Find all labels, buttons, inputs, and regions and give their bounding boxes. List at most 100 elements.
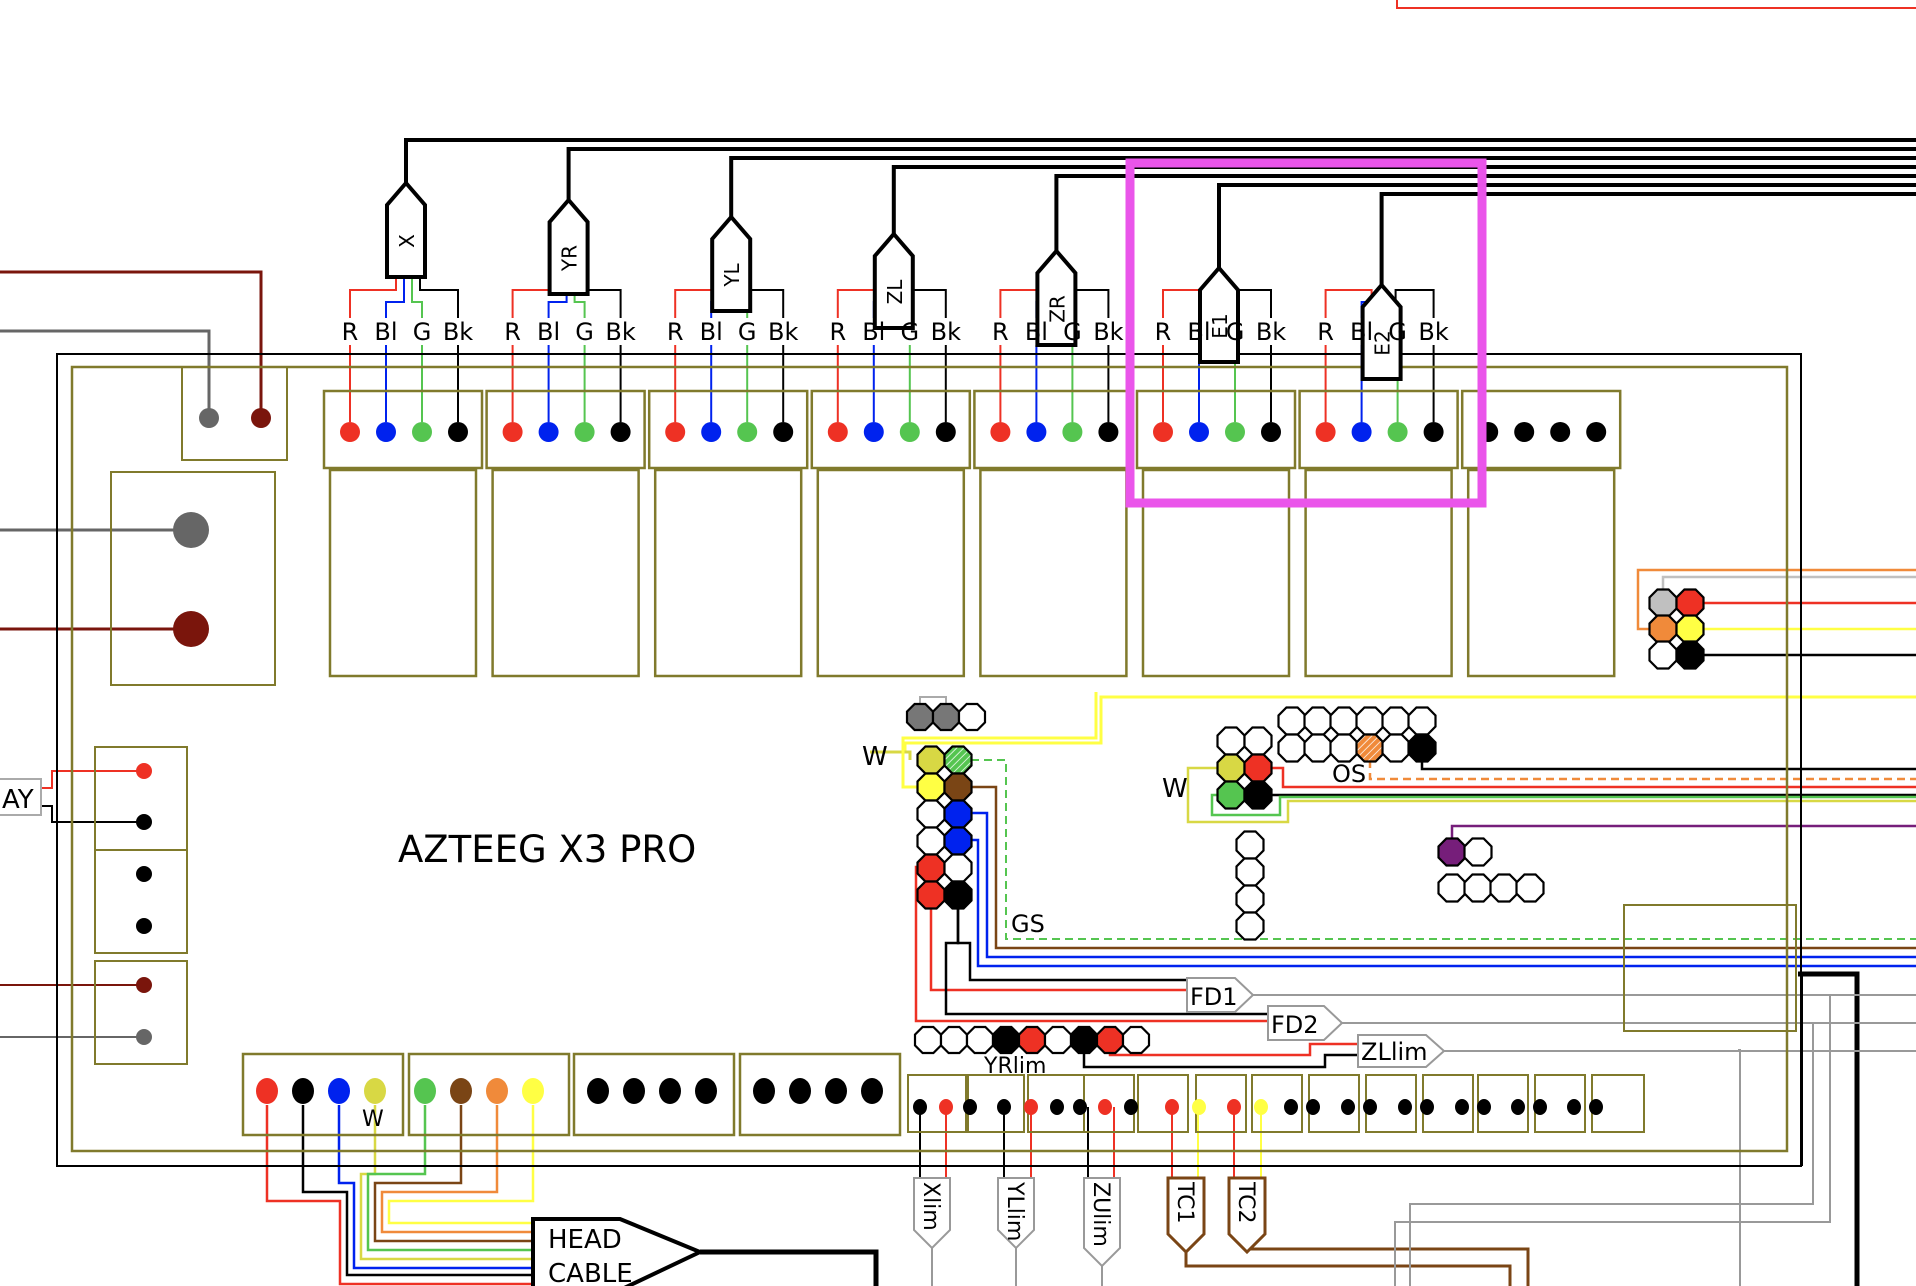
stepper-tag-ZR [1035,247,1078,347]
motor-pin [1514,422,1535,442]
xlim-label: Xlim [918,1182,943,1231]
blue-wire-1 [971,811,1916,959]
purple-wire [1450,824,1916,839]
stepper-bus-YR [566,147,1916,200]
stepper-bus-E1 [1217,183,1916,268]
os-pin [1303,706,1333,736]
small-connector-5 [1137,1074,1189,1133]
tc1-label: TC1 [1172,1181,1197,1224]
motor-pin-label: Bk [605,318,635,346]
motor-pin-label: Bl [1350,318,1373,346]
motor-pin [1062,422,1083,442]
zllim-black-wire [1082,1040,1358,1069]
top-right-red-wire [1396,0,1916,9]
motor-connector-6 [1135,389,1297,470]
zllim-tag [1357,1034,1446,1068]
gs-label: GS [1011,910,1045,938]
fan-pin-darkred [136,977,152,993]
small-pin [1192,1099,1206,1115]
stepper-tag-X [385,179,427,279]
relay-connector [94,746,188,851]
stepper-bus-E2 [1379,192,1916,285]
fd2-label: FD2 [1271,1011,1319,1039]
motor-pin [538,422,559,442]
relay-pin-red [136,763,152,779]
head-cable-wire [387,1105,535,1225]
relay-tag [0,778,42,816]
motor-pin-label: Bk [1093,318,1123,346]
head-pin-orange [486,1078,508,1104]
stepper-tag-E2 [1360,281,1403,381]
small-pin [1254,1099,1268,1115]
driver-slot-6 [1141,468,1291,678]
aux-pin [659,1078,681,1104]
header-pin-green-hatched [943,745,973,775]
right-column-pin [1235,911,1265,941]
w-label-right: W [1162,774,1188,804]
small-connector-2 [967,1074,1025,1133]
right-column-pin [1235,884,1265,914]
right-header-pin [1243,753,1273,783]
motor-pin [1261,422,1281,442]
motor-pin [376,422,396,442]
small-pin [1477,1099,1491,1115]
driver-slot-3 [653,468,803,678]
relay-red-wire [41,770,144,789]
board-title: AZTEEG X3 PRO [398,828,696,871]
stepper-label-ZL: ZL [883,279,907,305]
dark-red-wire [0,270,263,418]
header-pin-white [943,853,973,883]
right-column-pin [1235,857,1265,887]
motor-pin [899,422,920,442]
right-red-wire [1271,766,1916,789]
header-pin-white [916,799,946,829]
blue-wire-2 [971,838,1916,968]
edge-silver-wire [1661,575,1916,590]
stepper-label-YL: YL [720,262,744,287]
motor-connector-7 [1298,389,1459,470]
motor-wire [411,277,423,318]
limit-header-pin [1069,1025,1099,1055]
small-pin [1341,1099,1355,1115]
small-pin [1073,1099,1087,1115]
os-pin [1407,706,1437,736]
motor-pin [502,422,523,442]
power-pin-darkred [173,611,209,647]
motor-pin-label: Bl [700,318,723,346]
board-outline [56,353,1802,1167]
jumper-pin [931,702,961,732]
jumper-pin [905,702,935,732]
small-pin [1589,1099,1603,1115]
header-pin-olive [916,745,946,775]
motor-wire [573,294,586,318]
aux-pin [861,1078,883,1104]
motor-pin [574,422,595,442]
motor-pin [1315,422,1336,442]
yellow-wire [901,692,1098,789]
head-cable-wire [337,1105,533,1270]
stepper-tag-E1 [1198,264,1240,364]
motor-pin-label: R [1155,318,1172,346]
stepper-bus-ZR [1054,174,1916,251]
motor-pin-label: Bk [1256,318,1286,346]
jumper-link [919,696,947,704]
motor-pin-label: G [1388,318,1407,346]
motor-connector-4 [810,389,972,470]
header-pin-red [916,853,946,883]
parts-layer [136,158,1705,1286]
motor-connector-3 [647,389,809,470]
driver-slot-8 [1466,468,1616,678]
limit-header-pin [939,1025,969,1055]
small-pin [997,1099,1011,1115]
xlim-tag [913,1177,951,1250]
motor-pin [448,422,468,442]
board-inner-outline [70,365,1789,1153]
gray-return-1 [1394,994,1916,1286]
head-pin-black [292,1078,314,1104]
header-pin [1463,837,1493,867]
motor-pin [1586,422,1607,442]
small-pin [1227,1099,1241,1115]
fan-pin-gray [136,1029,152,1045]
